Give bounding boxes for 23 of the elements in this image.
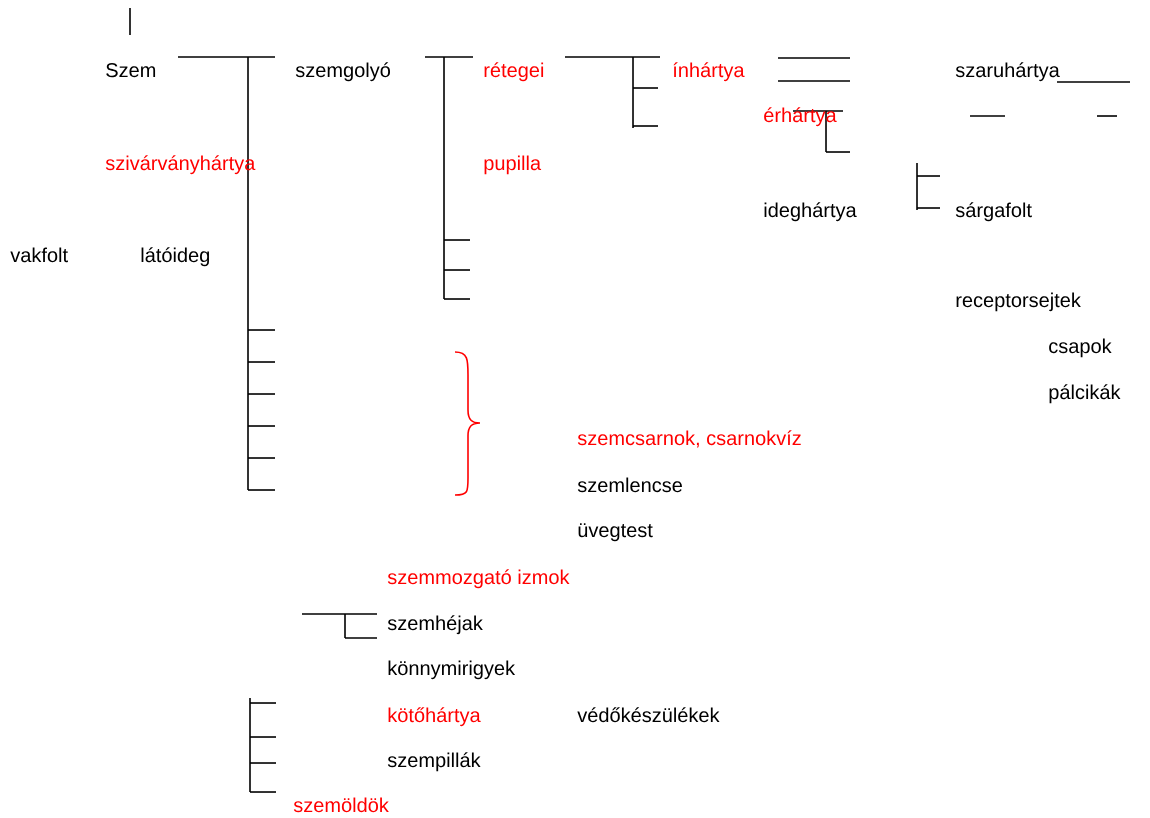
term-label: sárgafolt: [955, 202, 1032, 222]
term-label: pupilla: [484, 155, 542, 175]
term-label: receptorsejtek: [956, 292, 1081, 312]
term-label: ideghártya: [764, 202, 857, 222]
term-label: látóideg: [141, 247, 209, 267]
term-label: kötőhártya: [388, 707, 481, 727]
term-label: vakfolt: [10, 247, 68, 263]
term-label: szempillák: [387, 752, 481, 772]
term-label: védőkészülékek: [577, 707, 720, 723]
term-label: szaruhártya: [955, 62, 1060, 82]
term-label: Szem: [106, 63, 156, 78]
term-label: csapok: [1049, 338, 1112, 358]
term-label: szemcsarnok, csarnokvíz: [577, 430, 801, 448]
term-label: szemhéjak: [387, 615, 483, 635]
term-label: könnymirigyek: [388, 660, 516, 680]
term-label: szemöldök: [293, 797, 389, 813]
term-label: üvegtest: [578, 523, 653, 542]
term-label: ínhártya: [673, 62, 745, 82]
term-label: szemmozgató izmok: [387, 569, 570, 589]
term-label: rétegei: [484, 62, 544, 82]
term-label: szemgolyó: [295, 62, 390, 82]
term-label: pálcikák: [1049, 384, 1121, 404]
term-label: szemlencse: [577, 477, 682, 493]
